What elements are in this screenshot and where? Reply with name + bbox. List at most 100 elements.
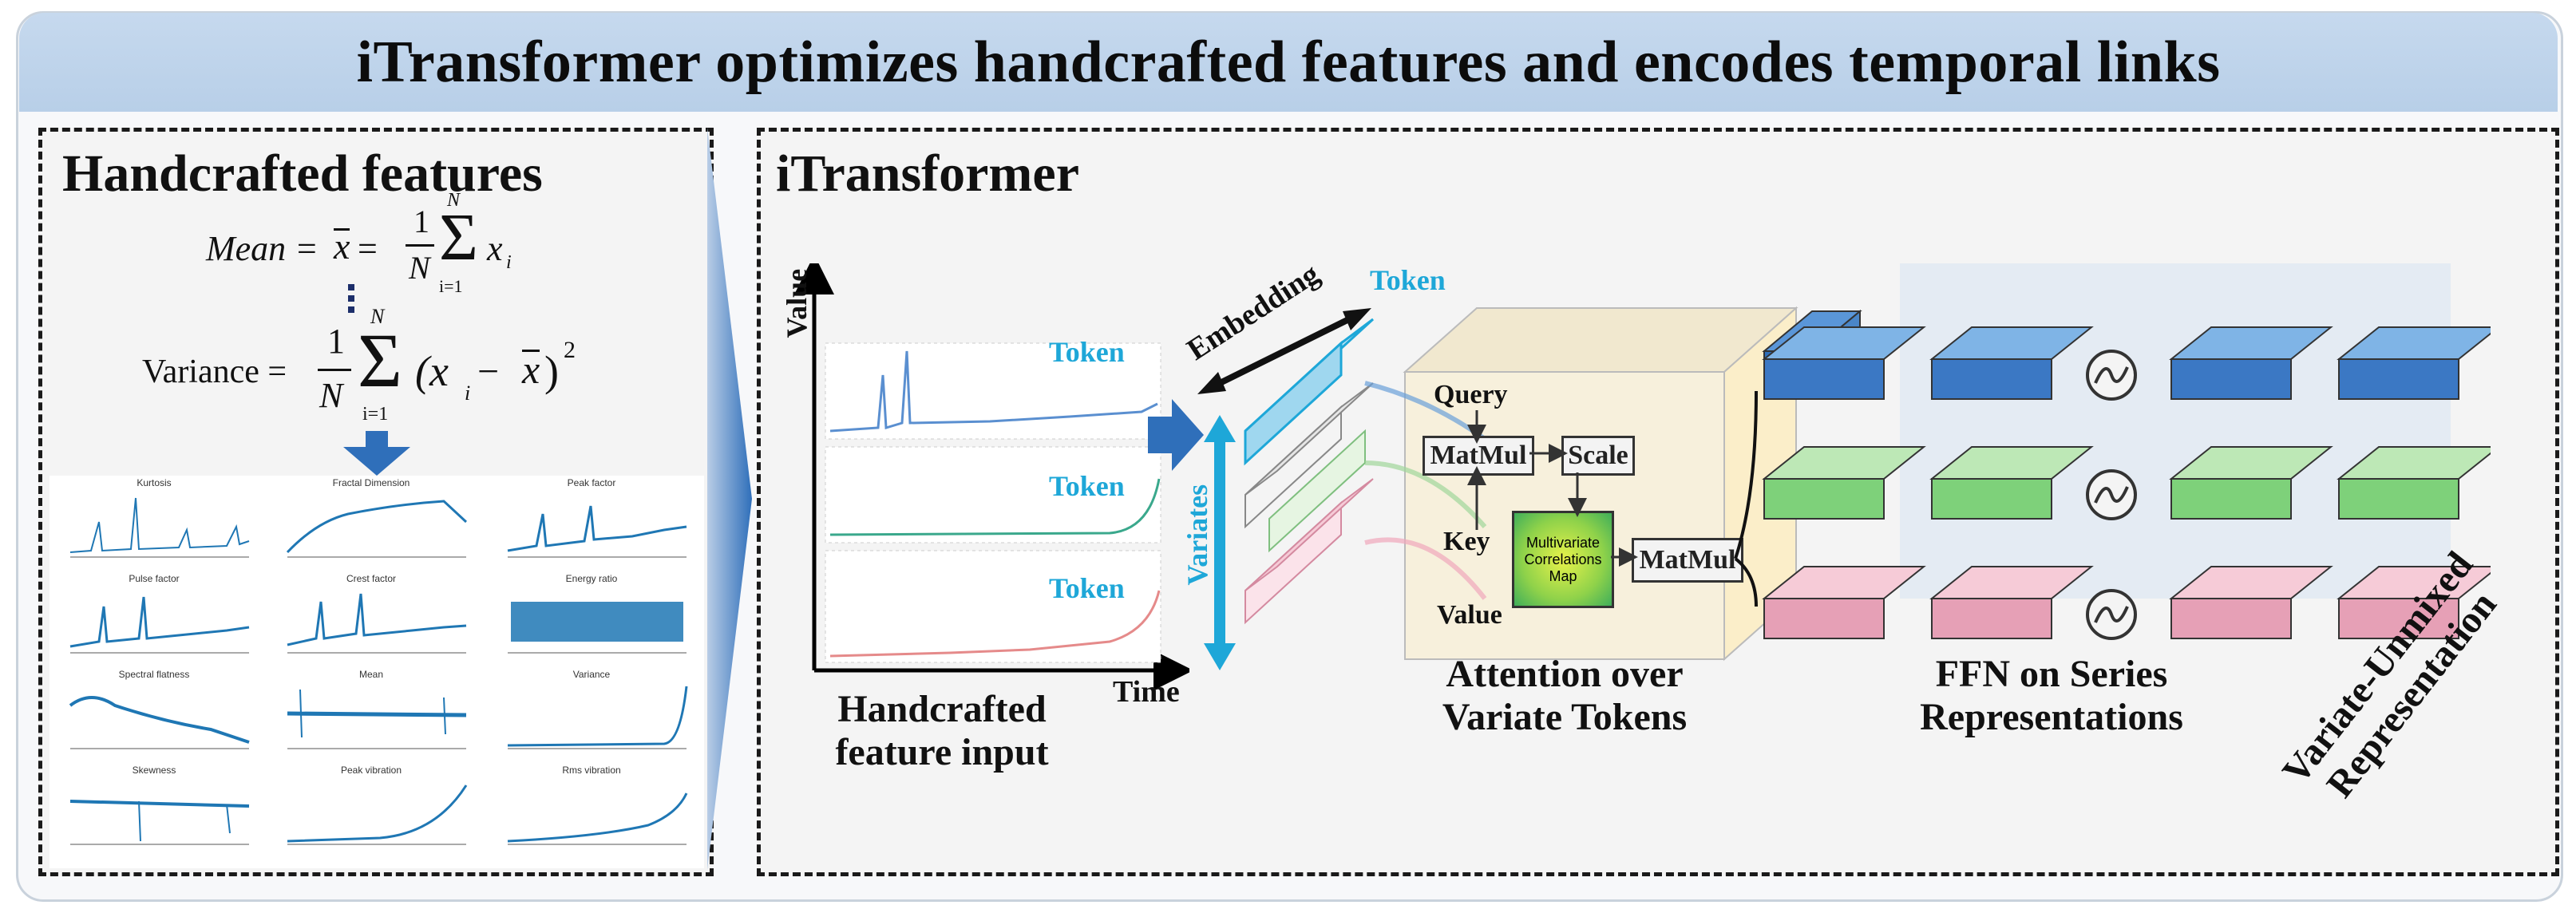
input-caption-line2: feature input — [835, 730, 1049, 773]
mean-formula-eq: = — [358, 229, 378, 268]
query-label: Query — [1434, 380, 1508, 409]
ffn-caption-line2: Representations — [1920, 695, 2183, 738]
mean-formula: Mean = x = 1 N N Σ i=1 x i — [206, 190, 541, 303]
title-banner: iTransformer optimizes handcrafted featu… — [19, 13, 2558, 112]
axis-label-value: Value — [780, 268, 813, 338]
map-label-line3: Map — [1549, 567, 1577, 584]
right-arrow-icon — [1148, 399, 1204, 471]
mean-formula-sub: i — [506, 252, 512, 273]
variance-formula-sum-top: N — [370, 305, 385, 328]
right-panel-title: iTransformer — [776, 144, 1079, 203]
feature-thumbnail: Pulse factor — [56, 573, 252, 658]
variance-formula-xbar: x — [522, 347, 540, 392]
thumbnail-plot — [507, 686, 688, 749]
variance-formula-sub: i — [465, 381, 471, 405]
feature-thumbnail: Fractal Dimension — [273, 477, 469, 562]
input-plot — [794, 263, 1189, 690]
variance-formula-minus: − — [477, 350, 500, 393]
attention-internal-arrows — [1467, 410, 1638, 567]
thumbnail-plot — [69, 596, 250, 654]
thumbnail-title: Variance — [572, 669, 611, 680]
mean-formula-fraction-bar — [406, 244, 434, 247]
correlation-map: Multivariate Correlations Map — [1512, 511, 1614, 608]
token-label: Token — [1049, 572, 1125, 604]
value-label: Value — [1437, 600, 1502, 630]
variance-formula-sum-bottom: i=1 — [362, 404, 389, 425]
variance-formula-power: 2 — [564, 337, 576, 363]
token-label: Token — [1049, 470, 1125, 502]
thumbnail-title: Peak vibration — [340, 765, 402, 776]
matmul-box: MatMul — [1632, 538, 1743, 583]
thumbnail-plot — [508, 602, 687, 654]
feature-thumbnail: Rms vibration — [493, 765, 690, 849]
variates-label: Variates — [1181, 484, 1213, 586]
variance-formula-close: ) — [544, 347, 559, 395]
left-panel-title: Handcrafted features — [62, 144, 543, 203]
thumbnail-plot — [287, 785, 468, 845]
feature-thumbnail: Spectral flatness — [56, 669, 252, 753]
thumbnail-plot — [69, 696, 250, 749]
thumbnail-title: Rms vibration — [562, 765, 621, 776]
embedding-token-stack — [1244, 318, 1375, 625]
mean-formula-xbar: x — [334, 226, 350, 267]
feature-thumbnail: Skewness — [56, 765, 252, 849]
feature-thumbnail: Peak factor — [493, 477, 690, 562]
sigma-icon: Σ — [358, 318, 402, 403]
map-label-line1: Multivariate — [1525, 534, 1601, 551]
feature-thumbnail: Variance — [493, 669, 690, 753]
curved-connector — [1734, 390, 1758, 607]
variance-formula-num: 1 — [327, 322, 345, 361]
variance-formula-lhs: Variance = — [142, 354, 287, 390]
ffn-blocks — [1756, 263, 2501, 662]
chevron-right-icon — [707, 128, 752, 870]
feature-thumbnail: Mean — [273, 669, 469, 753]
mean-formula-sum-top: N — [447, 190, 461, 211]
thumbnail-title: Energy ratio — [565, 573, 618, 584]
feature-thumbnail: Peak vibration — [273, 765, 469, 849]
ffn-block-rows — [1762, 326, 2501, 640]
thumbnail-plot — [507, 792, 688, 845]
input-caption-line1: Handcrafted — [837, 688, 1047, 730]
thumbnail-plot — [69, 800, 250, 845]
figure-title: iTransformer optimizes handcrafted featu… — [356, 29, 2221, 95]
thumbnail-title: Spectral flatness — [118, 669, 190, 680]
feature-thumbnails-grid: Kurtosis Fractal Dimension Peak factor P… — [49, 476, 704, 868]
sigma-icon: Σ — [439, 200, 478, 275]
feature-thumbnail: Kurtosis — [56, 477, 252, 562]
thumbnail-plot — [287, 593, 467, 654]
thumbnail-plot — [286, 500, 468, 558]
attention-caption-line2: Variate Tokens — [1442, 695, 1688, 738]
token-label: Token — [1049, 336, 1125, 368]
down-arrow-icon — [343, 431, 410, 476]
feature-thumbnail: Energy ratio — [493, 573, 690, 658]
thumbnail-plot — [287, 689, 467, 749]
embedding-arrow — [1197, 308, 1371, 394]
attention-caption-line1: Attention over — [1446, 653, 1684, 695]
thumbnail-title: Kurtosis — [137, 477, 172, 488]
variance-formula: Variance = 1 N N Σ i=1 (x i − x ) 2 — [142, 305, 605, 433]
mean-formula-num: 1 — [414, 204, 429, 239]
thumbnail-title: Mean — [358, 669, 384, 680]
mean-formula-term: x — [487, 229, 503, 268]
thumbnail-title: Peak factor — [567, 477, 616, 488]
ffn-caption-line1: FFN on Series — [1935, 653, 2168, 695]
thumbnail-title: Pulse factor — [129, 573, 180, 584]
key-label: Key — [1443, 527, 1490, 556]
mean-formula-lhs: Mean = — [206, 229, 319, 268]
token-label: Token — [1370, 264, 1446, 296]
mean-formula-sum-bottom: i=1 — [439, 276, 463, 296]
variates-arrow — [1204, 415, 1236, 670]
mean-formula-den: N — [409, 250, 430, 286]
feature-thumbnail: Crest factor — [273, 573, 469, 658]
variance-formula-fraction-bar — [318, 369, 351, 371]
thumbnail-plot — [507, 505, 687, 558]
variance-formula-den: N — [319, 376, 343, 415]
ellipsis-dots-icon — [348, 284, 354, 313]
map-label-line2: Correlations — [1524, 551, 1602, 567]
axis-label-time: Time — [1113, 675, 1180, 709]
thumbnail-title: Skewness — [132, 765, 176, 776]
thumbnail-title: Crest factor — [346, 573, 396, 584]
